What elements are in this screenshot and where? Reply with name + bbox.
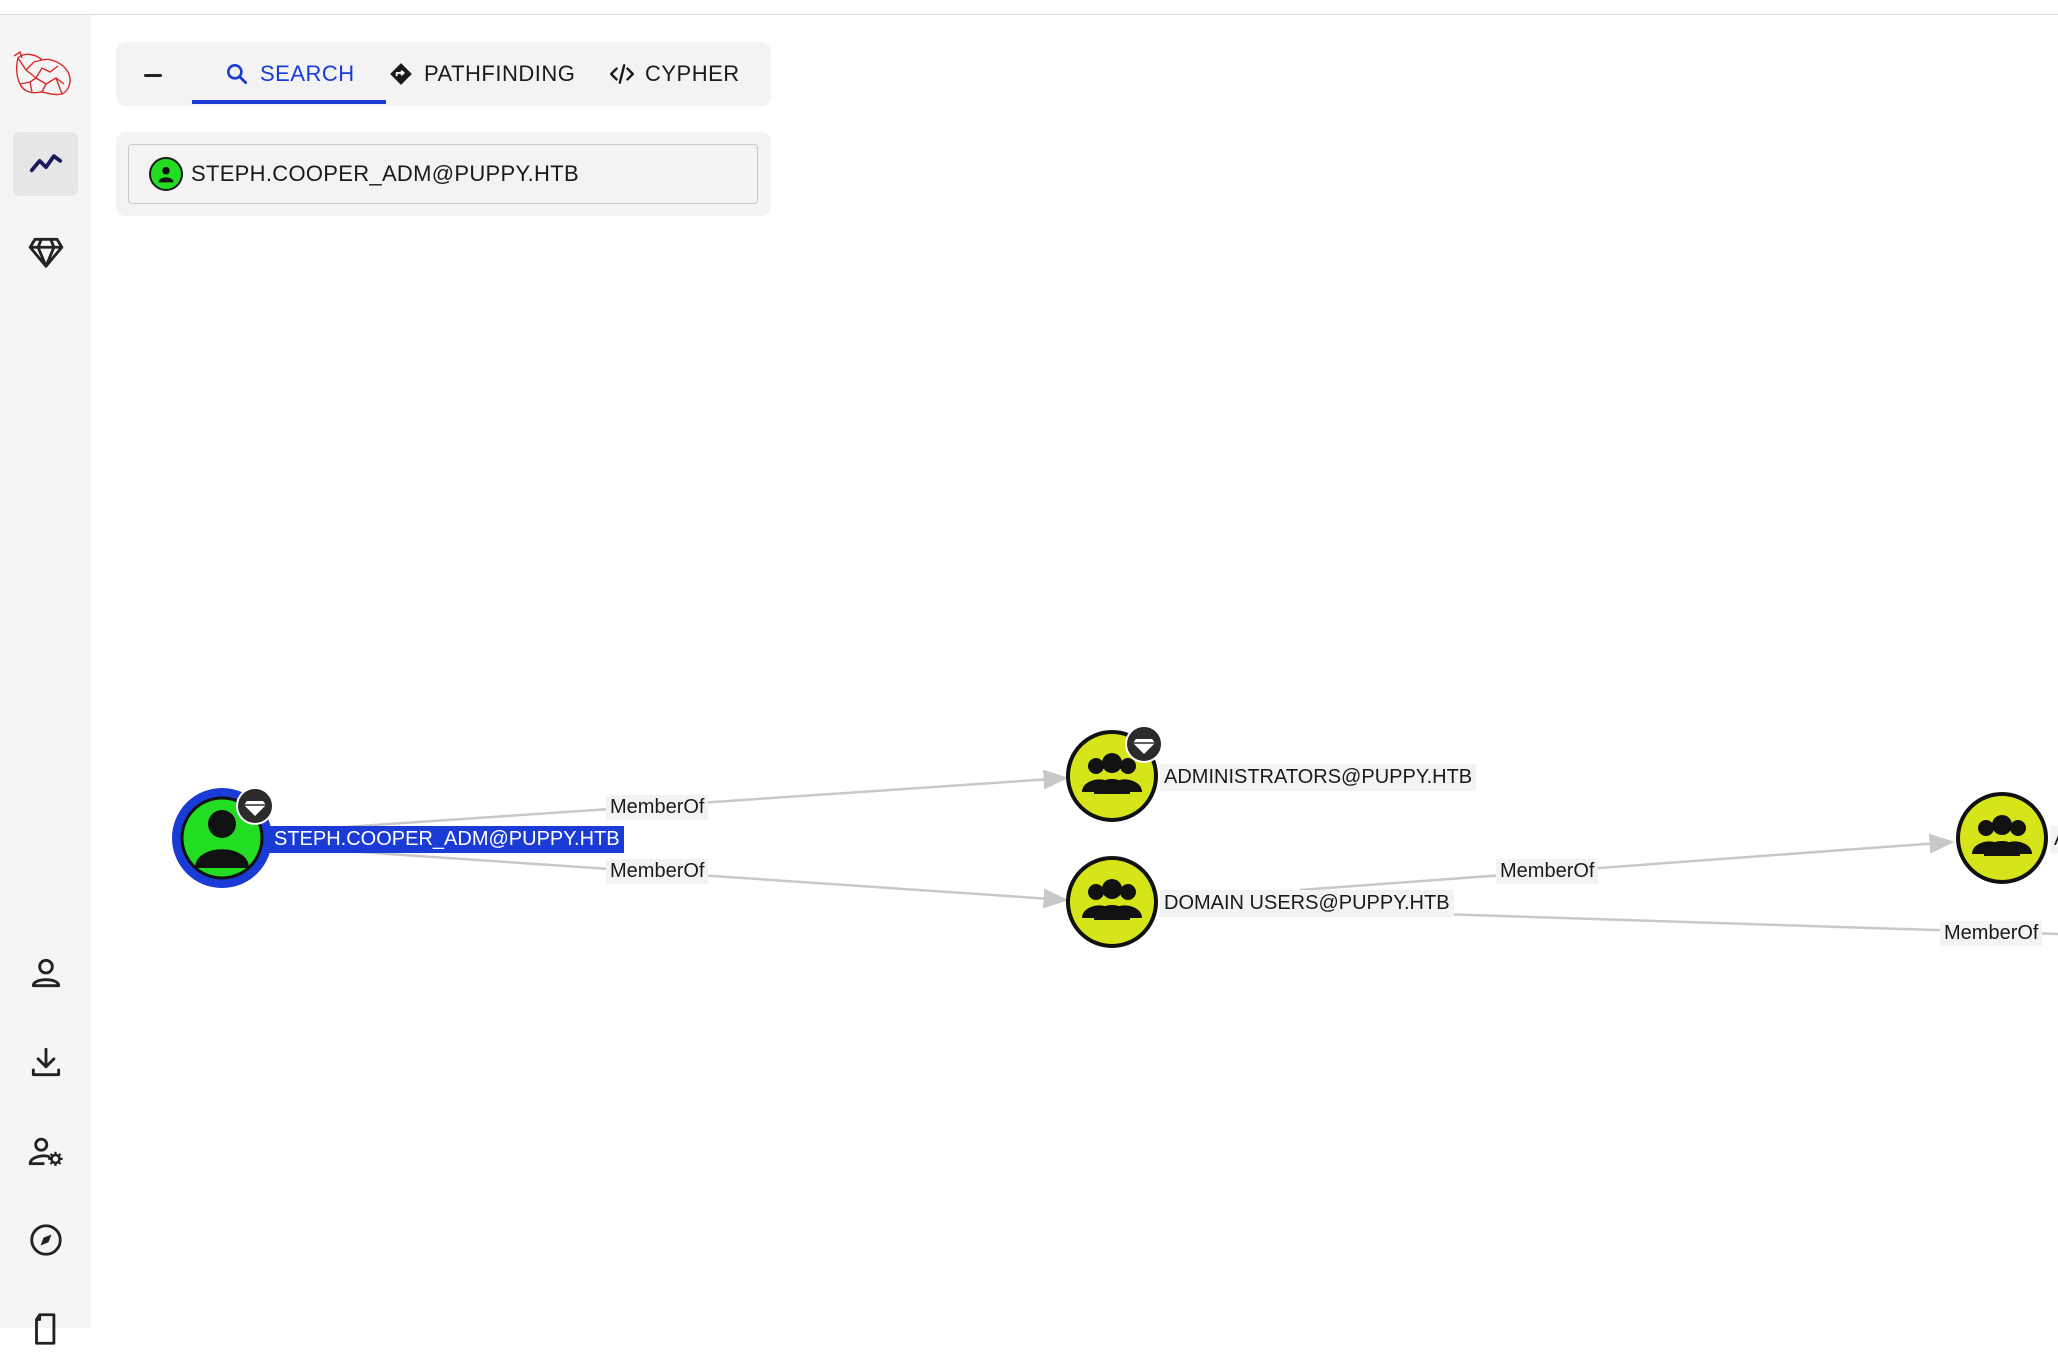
chart-line-icon [29,154,62,173]
search-input[interactable]: STEPH.COOPER_ADM@PUPPY.HTB [128,144,758,204]
sidebar-item-group-management[interactable] [13,220,78,284]
node-label-steph[interactable]: STEPH.COOPER_ADM@PUPPY.HTB [270,826,624,853]
download-icon [31,1047,60,1077]
tab-pathfinding[interactable]: PATHFINDING [388,42,575,106]
node-label-offscreen[interactable]: A [2050,826,2058,853]
user-icon [31,958,60,988]
graph-canvas[interactable] [0,0,2058,1328]
code-icon [609,64,635,84]
edge-label-memberof[interactable]: MemberOf [1940,921,2043,946]
minus-icon [144,73,162,77]
explore-tabs-panel: SEARCH PATHFINDING CYPHER [116,42,771,106]
search-panel: STEPH.COOPER_ADM@PUPPY.HTB [116,132,771,216]
node-label-domain-users[interactable]: DOMAIN USERS@PUPPY.HTB [1160,890,1454,917]
sidebar-item-download-collectors[interactable] [13,1030,78,1094]
node-administrators[interactable] [1066,725,1163,822]
bloodhound-logo[interactable] [12,48,76,100]
tier-zero-gem-icon [1125,725,1163,763]
sidebar-item-docs[interactable] [13,1297,78,1361]
file-icon [34,1313,55,1345]
tab-search[interactable]: SEARCH [224,42,355,106]
tab-label: CYPHER [645,61,740,86]
sidebar-item-profile[interactable] [13,941,78,1005]
sidebar-item-administration[interactable] [13,1119,78,1183]
compass-icon [29,1224,62,1256]
sidebar-item-explore[interactable] [13,132,78,196]
pathfinding-icon [390,63,412,85]
sidebar-item-quick-start[interactable] [13,1208,78,1272]
search-icon [227,64,248,85]
active-tab-indicator [192,100,386,104]
user-gear-icon [28,1137,63,1167]
node-group-offscreen[interactable] [1956,792,2048,884]
tab-label: SEARCH [260,61,355,86]
edge-label-memberof[interactable]: MemberOf [606,795,709,820]
search-input-value: STEPH.COOPER_ADM@PUPPY.HTB [191,161,579,186]
edge-label-memberof[interactable]: MemberOf [606,859,709,884]
node-label-administrators[interactable]: ADMINISTRATORS@PUPPY.HTB [1160,764,1477,791]
tab-label: PATHFINDING [424,61,576,86]
top-bar [0,0,2058,15]
user-icon [149,157,183,191]
edge-label-memberof[interactable]: MemberOf [1496,859,1599,884]
tab-cypher[interactable]: CYPHER [609,42,740,106]
node-domain-users[interactable] [1066,856,1158,948]
tier-zero-gem-icon [236,787,274,825]
node-steph-cooper-adm[interactable] [172,787,274,888]
gem-icon [28,237,63,268]
collapse-panel-button[interactable] [138,60,168,90]
edge-domusers-group[interactable] [1299,833,1955,892]
sidebar [0,15,91,1345]
